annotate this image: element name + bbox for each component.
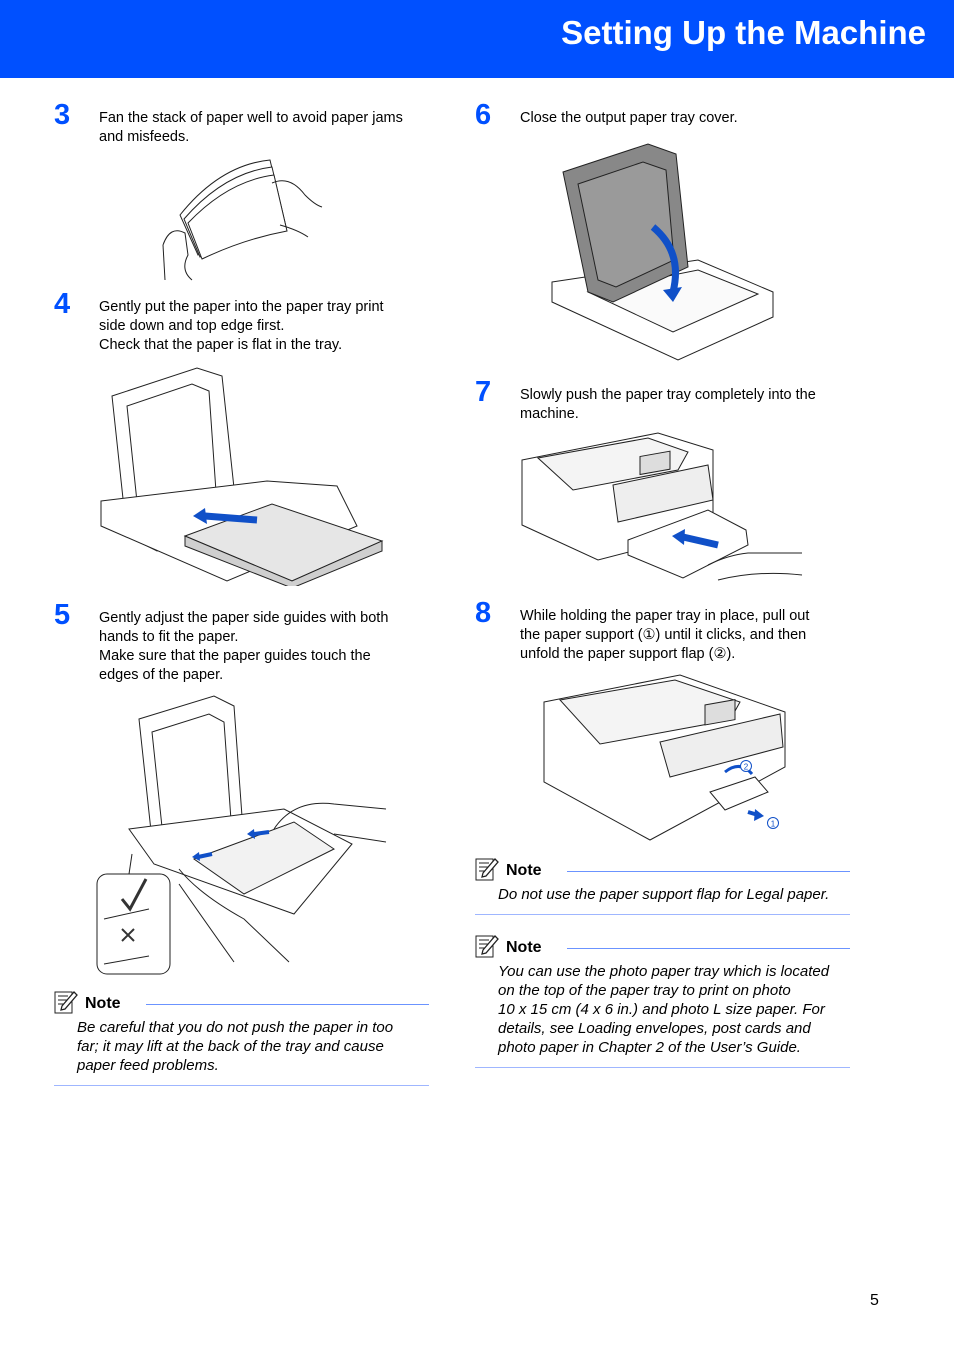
note-bottom-rule — [475, 1067, 850, 1068]
note-label: Note — [506, 939, 542, 956]
note-text: You can use the photo paper tray which i… — [498, 963, 830, 1056]
step-5-number: 5 — [54, 599, 71, 631]
step-7-number: 7 — [475, 376, 492, 408]
note-divider — [567, 871, 850, 872]
cross-mark-icon — [121, 928, 135, 942]
note-bottom-rule — [54, 1085, 429, 1086]
pull-paper-support-illustration: 2 1 — [540, 672, 790, 842]
step-3-text: Fan the stack of paper well to avoid pap… — [99, 110, 403, 145]
step-4-number: 4 — [54, 288, 71, 320]
step-8-text: While holding the paper tray in place, p… — [520, 608, 810, 662]
step-4-text: Gently put the paper into the paper tray… — [99, 299, 384, 353]
callout-1: 1 — [771, 820, 776, 829]
page-header: Setting Up the Machine — [0, 0, 954, 78]
step-6-number: 6 — [475, 99, 492, 131]
step-3-number: 3 — [54, 99, 71, 131]
step-8-number: 8 — [475, 597, 492, 629]
note-bottom-rule — [475, 914, 850, 915]
callout-2: 2 — [744, 763, 749, 772]
note-divider — [146, 1004, 429, 1005]
step-6-text: Close the output paper tray cover. — [520, 110, 738, 126]
check-mark-icon — [120, 878, 148, 912]
note-pencil-icon — [475, 935, 499, 958]
note-divider — [567, 948, 850, 949]
note-paper-lift: Note Be careful that you do not push the… — [54, 990, 429, 1086]
note-photo-tray: Note You can use the photo paper tray wh… — [475, 934, 850, 1068]
note-pencil-icon — [475, 858, 499, 881]
close-output-cover-illustration — [548, 142, 778, 362]
page-title: Setting Up the Machine — [561, 14, 926, 51]
step-5-text: Gently adjust the paper side guides with… — [99, 610, 389, 683]
note-pencil-icon — [54, 991, 78, 1014]
note-label: Note — [85, 995, 121, 1012]
note-label: Note — [506, 862, 542, 879]
note-legal-paper: Note Do not use the paper support flap f… — [475, 857, 850, 915]
note-text: Do not use the paper support flap for Le… — [498, 886, 830, 903]
fan-paper-illustration — [160, 155, 330, 283]
note-text: Be careful that you do not push the pape… — [77, 1019, 394, 1074]
load-paper-tray-illustration — [97, 366, 387, 586]
page-number: 5 — [870, 1292, 879, 1309]
adjust-guides-illustration — [94, 694, 394, 979]
step-7-text: Slowly push the paper tray completely in… — [520, 387, 816, 422]
push-tray-illustration — [518, 430, 808, 585]
